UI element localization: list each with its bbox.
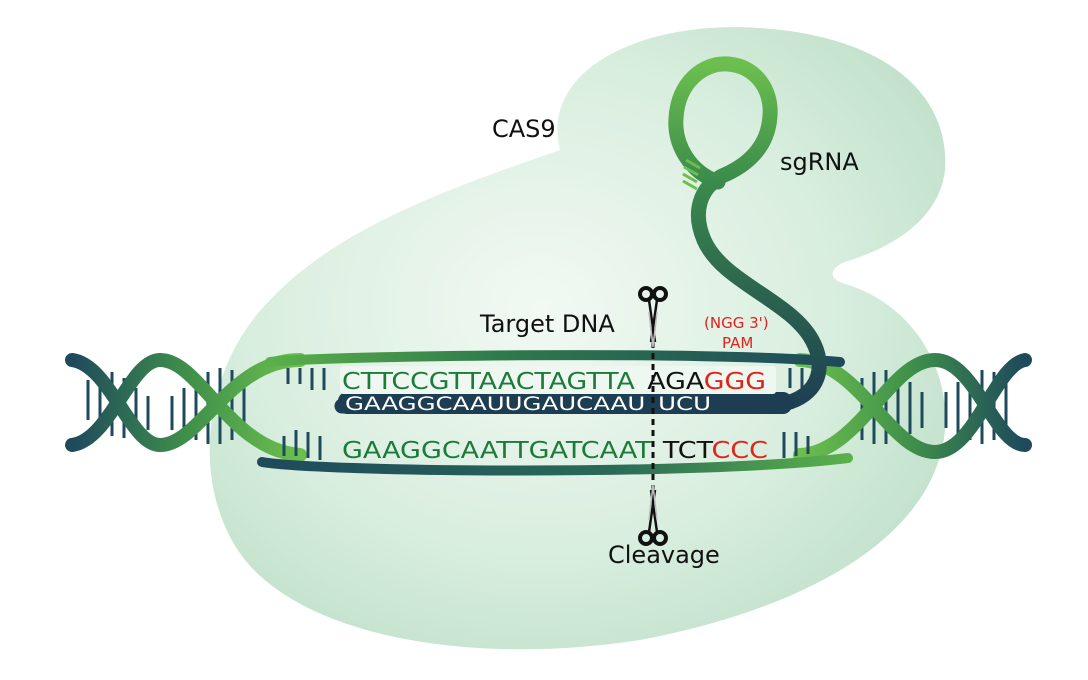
cleavage-label: Cleavage [608, 541, 720, 569]
rna-sequence: GAAGGCAAUUGAUCAAU UCU [345, 393, 711, 415]
rna-tail-seq: UCU [658, 393, 711, 415]
scissors-icon [638, 484, 668, 546]
top-pam-seq: GGG [704, 369, 766, 395]
pam-label: PAM [722, 334, 753, 352]
cas9-protein [209, 27, 946, 650]
dna-helix-left [65, 352, 307, 462]
bottom-pam-seq: CCC [712, 438, 768, 464]
scissors-icon [638, 286, 668, 348]
top-target-seq: CTTCCGTTAACTAGTTA [342, 369, 636, 395]
top-strand-highlight [340, 366, 776, 394]
bottom-target-seq: GAAGGCAATTGATCAAT [342, 438, 653, 464]
top-black-seq: AGA [647, 369, 704, 395]
sgrna-label: sgRNA [780, 148, 859, 176]
sgrna-molecule [334, 56, 827, 414]
cas9-label: CAS9 [492, 115, 556, 143]
target-dna-label: Target DNA [479, 310, 615, 338]
pam-note-label: (NGG 3') [704, 314, 769, 332]
bottom-black-seq: TCT [662, 438, 714, 464]
dna-helix-right [793, 352, 1032, 462]
rna-main-seq: GAAGGCAAUUGAUCAAU [345, 393, 645, 415]
